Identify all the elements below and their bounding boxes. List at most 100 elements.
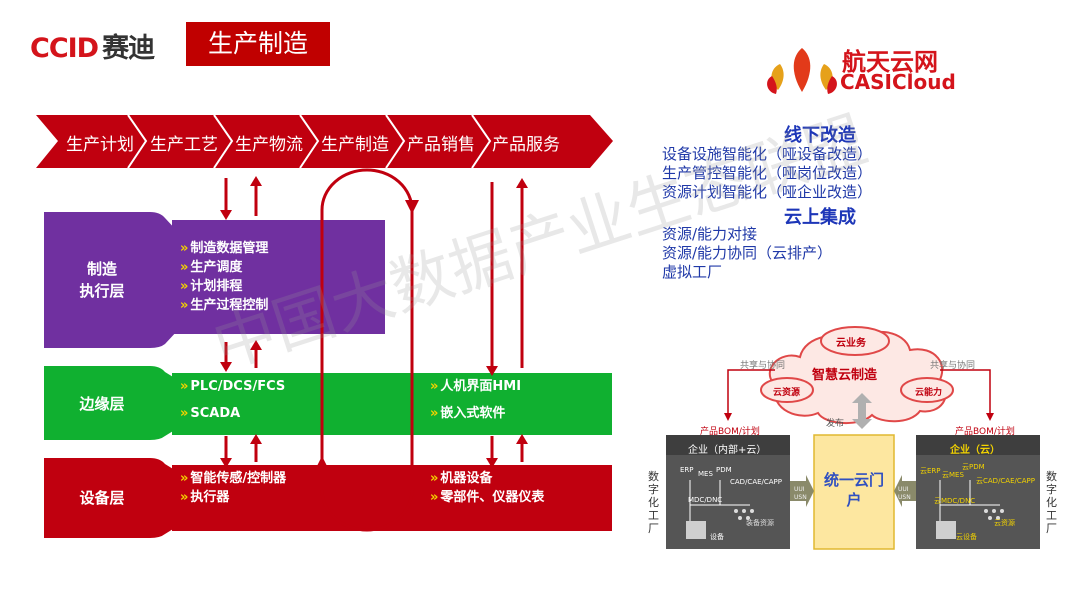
cloud-right-shape	[900, 377, 954, 403]
node-label: PDM	[716, 466, 732, 474]
edge-item: »嵌入式软件	[430, 404, 505, 423]
chevron-banner	[36, 115, 613, 168]
chevron-bullet-icon: »	[430, 379, 439, 394]
chevron-label-logistics: 生产物流	[235, 135, 303, 155]
mes-item: »生产调度	[180, 258, 242, 277]
node-label: 云设备	[956, 533, 977, 541]
node-label: 云MES	[942, 471, 964, 479]
device-item: »零部件、仪器仪表	[430, 488, 544, 507]
device-layer-label-box	[44, 458, 178, 538]
chevron-label-plan: 生产计划	[66, 135, 134, 155]
edge-item: »SCADA	[180, 404, 240, 423]
device-thumb-left	[686, 521, 706, 539]
chevron-bullet-icon: »	[180, 279, 189, 294]
node-label: 云MDC/DNC	[934, 497, 976, 505]
device-item-label: 智能传感/控制器	[190, 471, 287, 486]
arrow-tag: USN	[794, 494, 807, 501]
portal-label: 统一云门户	[823, 471, 884, 509]
resource-dots	[734, 509, 1004, 520]
publish-label: 发布	[826, 419, 845, 429]
node-label: 云资源	[994, 519, 1015, 527]
chevron-label-process: 生产工艺	[150, 135, 218, 155]
device-item-label: 零部件、仪器仪表	[440, 490, 545, 505]
cloud-left-label: 云资源	[773, 388, 801, 398]
ccid-logo-latin: CCID	[30, 33, 99, 64]
mes-layer-label-line1: 制造	[86, 260, 117, 278]
mes-item: »生产过程控制	[180, 296, 268, 315]
bom-left-label: 产品BOM/计划	[700, 427, 760, 437]
chevron-bullet-icon: »	[430, 490, 439, 505]
chevron-bullet-icon: »	[430, 471, 439, 486]
node-label: 设备	[710, 533, 724, 541]
device-item-label: 机器设备	[440, 471, 493, 486]
offline-line: 生产管控智能化（哑岗位改造）	[662, 164, 873, 182]
device-item-label: 执行器	[190, 490, 230, 505]
cloud-link-right	[940, 369, 991, 415]
cloud-right-label: 云能力	[915, 388, 943, 398]
mes-item-label: 计划排程	[190, 279, 243, 294]
chevron-label-manufacturing: 生产制造	[321, 135, 389, 155]
edge-item: »PLC/DCS/FCS	[180, 377, 285, 396]
mes-item: »计划排程	[180, 277, 242, 296]
node-label: 云CAD/CAE/CAPP	[976, 477, 1036, 485]
cloud-main-label: 智慧云制造	[812, 368, 878, 383]
arrow-tag: USN	[898, 494, 911, 501]
mes-item-label: 生产调度	[190, 260, 243, 275]
edge-item: »人机界面HMI	[430, 377, 521, 396]
flow-arrows	[224, 178, 524, 462]
loop-arrowhead-up	[315, 456, 329, 470]
chevron-bullet-icon: »	[180, 471, 189, 486]
node-label: ERP	[680, 466, 694, 474]
chevron-label-sales: 产品销售	[407, 135, 475, 155]
cloud-line: 资源/能力协同（云排产）	[662, 244, 833, 262]
device-layer-label: 设备层	[79, 489, 125, 507]
edge-layer-label: 边缘层	[79, 395, 125, 413]
edge-item-label: 嵌入式软件	[440, 406, 506, 421]
mes-item: »制造数据管理	[180, 239, 268, 258]
loop-arrowhead-down	[405, 200, 419, 214]
connector-right-icon	[894, 475, 916, 507]
share-right-label: 共享与协同	[930, 361, 976, 371]
edge-layer-content-box	[172, 373, 612, 435]
offline-line: 设备设施智能化（哑设备改造）	[662, 145, 873, 163]
heading-cloud: 云上集成	[784, 207, 856, 228]
cloud-left-shape	[760, 377, 814, 403]
mes-layer-label-line2: 执行层	[79, 282, 125, 300]
chevron-bullet-icon: »	[430, 406, 439, 421]
cloud-top-label: 云业务	[836, 338, 866, 349]
mes-layer-content-box	[172, 220, 385, 334]
side-right-label: 数字化工厂	[1046, 470, 1057, 535]
device-layer-content-box	[172, 465, 612, 531]
node-label: 云PDM	[962, 463, 985, 471]
mes-layer-label: 制造 执行层	[54, 258, 150, 302]
device-item: »智能传感/控制器	[180, 469, 286, 488]
box-right-title: 企业（云）	[950, 445, 1000, 456]
node-label: 云ERP	[920, 467, 941, 475]
casi-logo-en: CASICloud	[840, 70, 956, 94]
casi-logo-cn: 航天云网	[842, 48, 938, 76]
node-label: 装备资源	[746, 519, 774, 527]
arrow-tag: UUI	[794, 486, 805, 493]
cloud-link-left	[727, 369, 775, 415]
mes-item-label: 生产过程控制	[190, 298, 269, 313]
node-label: MES	[698, 470, 713, 478]
edge-layer-label-box	[44, 366, 178, 440]
heading-offline: 线下改造	[784, 125, 856, 146]
edge-item-label: PLC/DCS/FCS	[190, 379, 286, 394]
chevron-bullet-icon: »	[180, 406, 189, 421]
arrow-tag: UUI	[898, 486, 909, 493]
page-title: 生产制造	[186, 22, 330, 66]
cloud-line: 虚拟工厂	[662, 263, 723, 281]
chevron-bullet-icon: »	[180, 241, 189, 256]
connector-left-icon	[790, 475, 814, 507]
ccid-logo-cn: 赛迪	[102, 33, 155, 64]
publish-arrow-icon	[852, 393, 872, 429]
chevron-bullet-icon: »	[180, 490, 189, 505]
loop-arrow	[320, 168, 414, 532]
node-label: CAD/CAE/CAPP	[730, 478, 783, 486]
cloud-line: 资源/能力对接	[662, 225, 758, 243]
chevron-label-service: 产品服务	[492, 135, 560, 155]
portal-box	[813, 434, 895, 550]
box-left-title: 企业（内部+云）	[688, 445, 767, 456]
